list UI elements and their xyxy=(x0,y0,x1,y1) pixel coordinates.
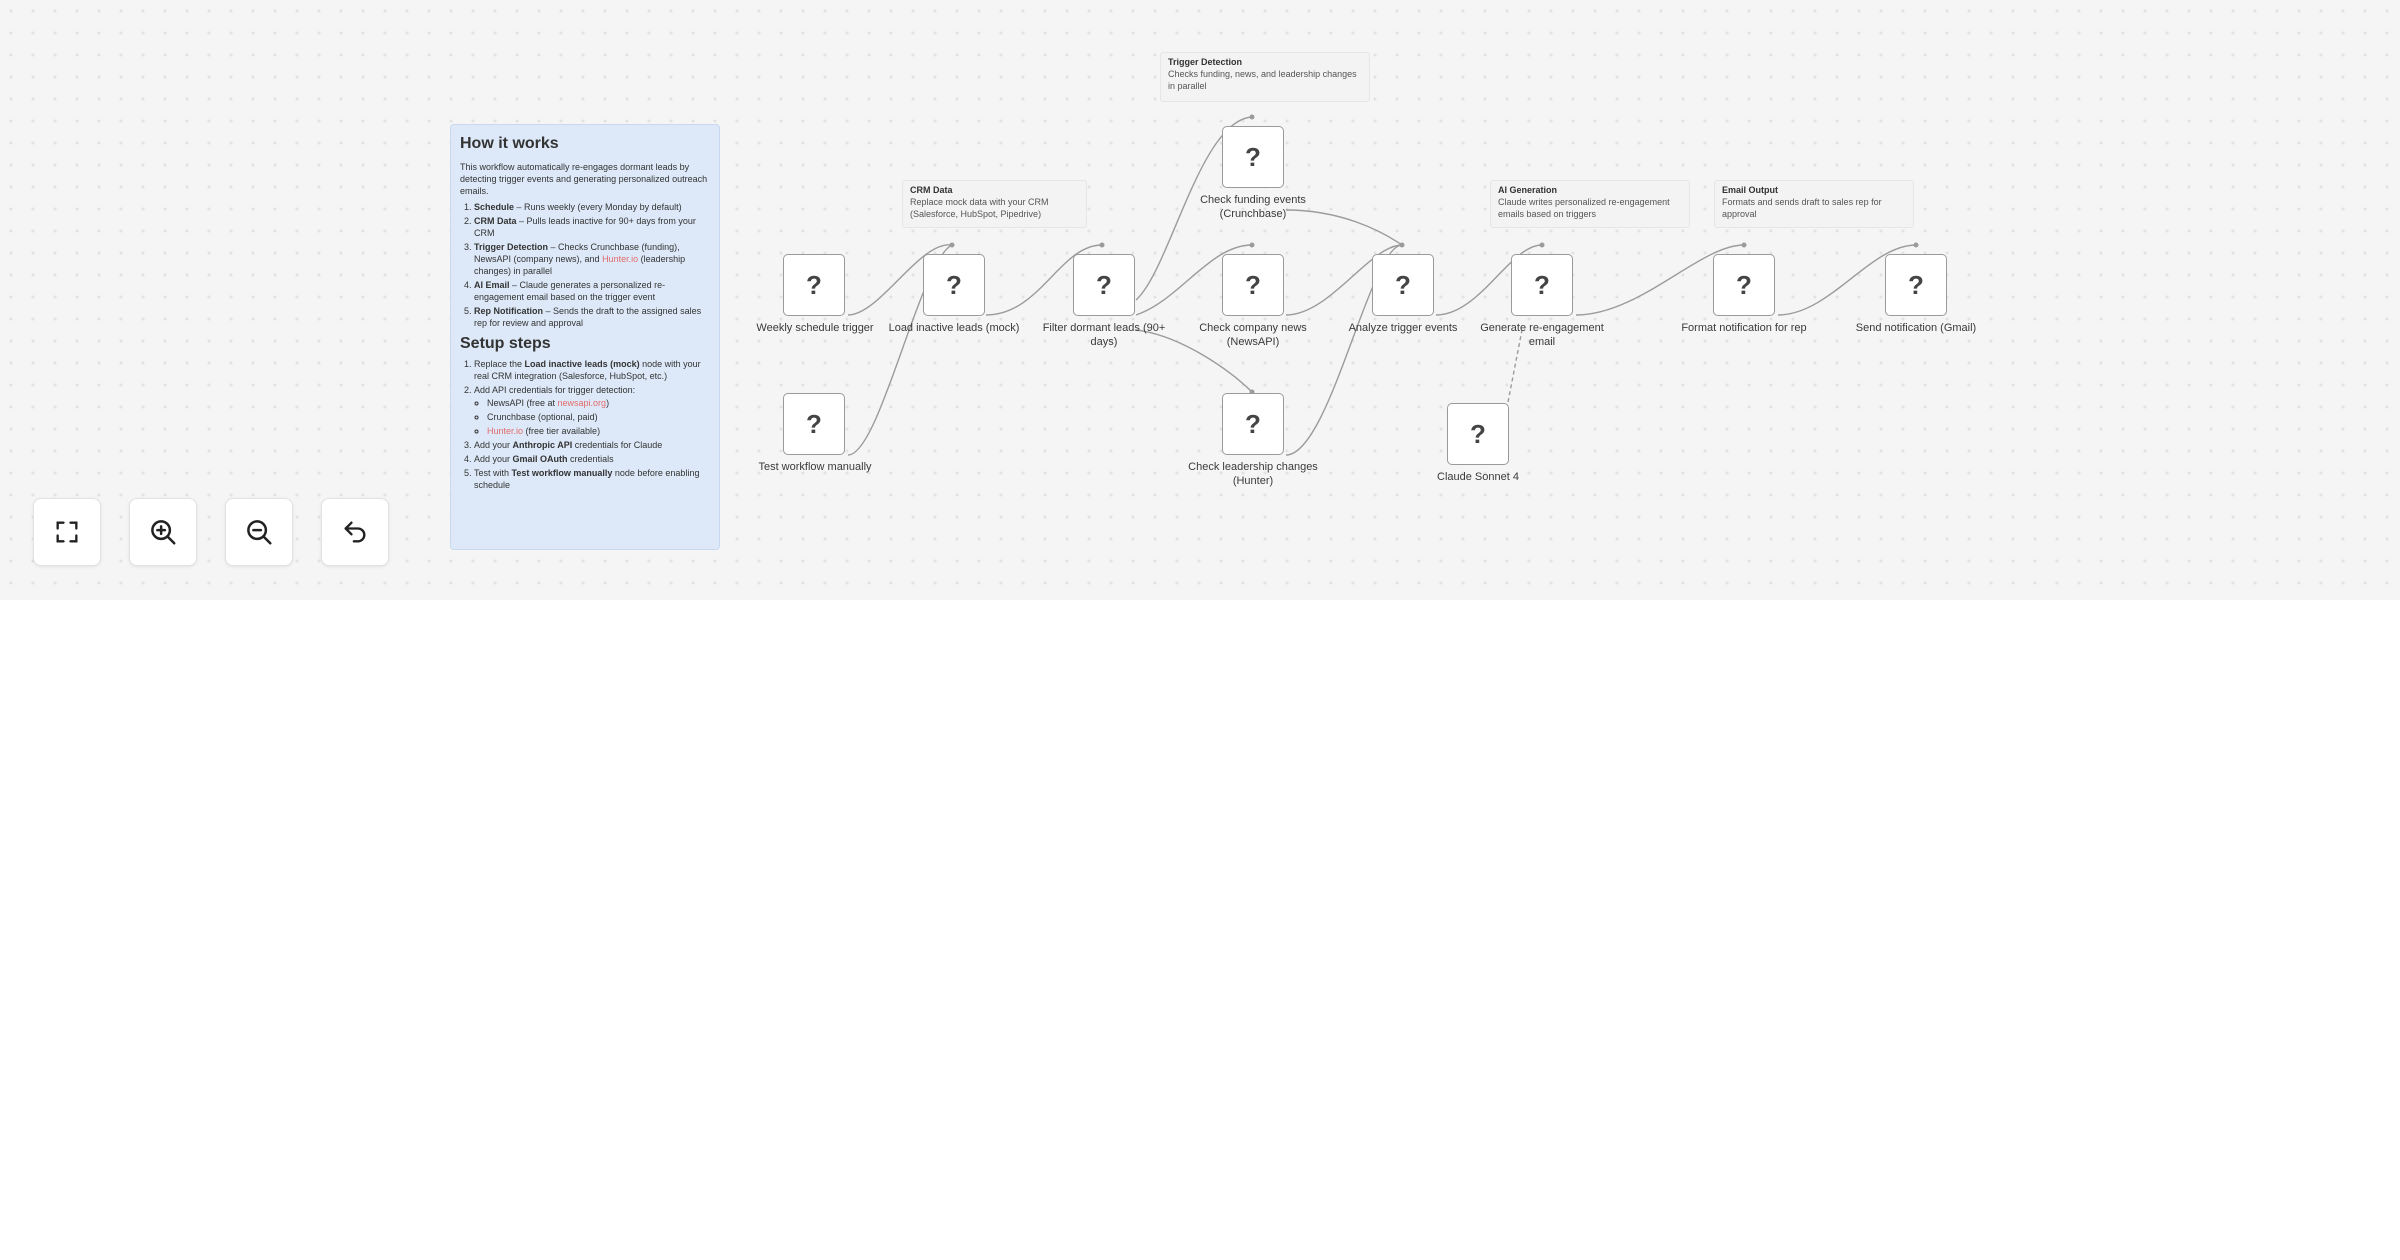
workflow-canvas[interactable]: How it works This workflow automatically… xyxy=(0,0,2400,600)
node-label: Format notification for rep xyxy=(1681,322,1807,334)
howto-steps: Schedule – Runs weekly (every Monday by … xyxy=(460,201,710,329)
node-analyze-trigger-events[interactable]: ? xyxy=(1372,254,1434,316)
howto-step: Schedule – Runs weekly (every Monday by … xyxy=(474,201,710,213)
edge-analyze-to-generate xyxy=(1435,244,1543,316)
unknown-node-icon: ? xyxy=(1908,269,1924,300)
edge-load-to-filter xyxy=(985,244,1103,316)
undo-button[interactable] xyxy=(321,498,389,566)
unknown-node-icon: ? xyxy=(1395,269,1411,300)
node-check-funding-events[interactable]: ? xyxy=(1222,126,1284,188)
setup-steps: Replace the Load inactive leads (mock) n… xyxy=(460,358,710,491)
edge-format-to-send xyxy=(1777,244,1917,316)
node-label: Weekly schedule trigger xyxy=(756,322,874,334)
setup-substep: NewsAPI (free at newsapi.org) xyxy=(487,397,710,409)
node-label: Send notification (Gmail) xyxy=(1855,322,1977,334)
unknown-node-icon: ? xyxy=(1470,418,1486,449)
zoom-out-icon xyxy=(247,520,272,545)
node-label: Analyze trigger events xyxy=(1348,322,1458,334)
node-claude-sonnet-4[interactable]: ? xyxy=(1447,403,1509,465)
fit-view-icon xyxy=(56,521,78,543)
unknown-node-icon: ? xyxy=(1096,269,1112,300)
howto-step: Rep Notification – Sends the draft to th… xyxy=(474,305,710,329)
node-test-workflow-manually[interactable]: ? xyxy=(783,393,845,455)
node-check-company-news[interactable]: ? xyxy=(1222,254,1284,316)
node-label: Load inactive leads (mock) xyxy=(888,322,1020,334)
edge-filter-to-funding xyxy=(1135,116,1253,301)
sticky-trigger-detection[interactable]: Trigger Detection Checks funding, news, … xyxy=(1160,52,1370,102)
setup-title: Setup steps xyxy=(460,335,551,352)
hunter-link[interactable]: Hunter.io xyxy=(487,426,524,436)
node-check-leadership-changes[interactable]: ? xyxy=(1222,393,1284,455)
node-send-notification-gmail[interactable]: ? xyxy=(1885,254,1947,316)
edge-funding-to-analyze xyxy=(1285,209,1403,246)
setup-step: Add your Anthropic API credentials for C… xyxy=(474,439,710,451)
node-label: Filter dormant leads (90+ days) xyxy=(1042,322,1166,348)
sticky-ai-generation[interactable]: AI Generation Claude writes personalized… xyxy=(1490,180,1690,228)
connections xyxy=(847,114,1919,456)
node-label: Check leadership changes (Hunter) xyxy=(1188,461,1318,487)
unknown-node-icon: ? xyxy=(1245,269,1261,300)
edge-generate-to-format xyxy=(1575,244,1745,316)
node-format-notification[interactable]: ? xyxy=(1713,254,1775,316)
edge-filter-to-news xyxy=(1135,244,1253,316)
node-load-inactive-leads[interactable]: ? xyxy=(923,254,985,316)
howto-step: AI Email – Claude generates a personaliz… xyxy=(474,279,710,303)
zoom-in-button[interactable] xyxy=(129,498,197,566)
setup-substep: Hunter.io (free tier available) xyxy=(487,425,710,437)
newsapi-link[interactable]: newsapi.org xyxy=(557,398,607,408)
node-label: Test workflow manually xyxy=(758,461,872,473)
howto-step: Trigger Detection – Checks Crunchbase (f… xyxy=(474,241,710,277)
node-label: Claude Sonnet 4 xyxy=(1437,471,1519,483)
setup-step: Add your Gmail OAuth credentials xyxy=(474,453,710,465)
howto-intro: This workflow automatically re-engages d… xyxy=(460,162,708,196)
zoom-out-button[interactable] xyxy=(225,498,293,566)
unknown-node-icon: ? xyxy=(946,269,962,300)
setup-step: Test with Test workflow manually node be… xyxy=(474,467,710,491)
edge-filter-to-leadership xyxy=(1135,329,1253,393)
unknown-node-icon: ? xyxy=(806,408,822,439)
node-label: Check company news (NewsAPI) xyxy=(1199,322,1307,348)
node-generate-reengagement-email[interactable]: ? xyxy=(1511,254,1573,316)
zoom-in-icon xyxy=(151,520,176,545)
node-filter-dormant-leads[interactable]: ? xyxy=(1073,254,1135,316)
node-weekly-schedule-trigger[interactable]: ? xyxy=(783,254,845,316)
howto-step: CRM Data – Pulls leads inactive for 90+ … xyxy=(474,215,710,239)
howto-title: How it works xyxy=(460,135,559,152)
edge-news-to-analyze xyxy=(1285,244,1403,316)
setup-substep: Crunchbase (optional, paid) xyxy=(487,411,710,423)
unknown-node-icon: ? xyxy=(1245,408,1261,439)
undo-icon xyxy=(344,521,366,543)
setup-step: Replace the Load inactive leads (mock) n… xyxy=(474,358,710,382)
node-label: Generate re-engagement email xyxy=(1480,322,1604,348)
node-label: Check funding events (Crunchbase) xyxy=(1200,194,1306,220)
fit-view-button[interactable] xyxy=(33,498,101,566)
unknown-node-icon: ? xyxy=(1245,141,1261,172)
unknown-node-icon: ? xyxy=(1736,269,1752,300)
setup-step: Add API credentials for trigger detectio… xyxy=(474,384,710,437)
edge-schedule-to-load xyxy=(847,244,953,316)
edge-model-to-generate xyxy=(1507,329,1523,403)
unknown-node-icon: ? xyxy=(1534,269,1550,300)
sticky-email-output[interactable]: Email Output Formats and sends draft to … xyxy=(1714,180,1914,228)
sticky-crm-data[interactable]: CRM Data Replace mock data with your CRM… xyxy=(902,180,1087,228)
how-it-works-note[interactable]: How it works This workflow automatically… xyxy=(450,124,720,550)
unknown-node-icon: ? xyxy=(806,269,822,300)
